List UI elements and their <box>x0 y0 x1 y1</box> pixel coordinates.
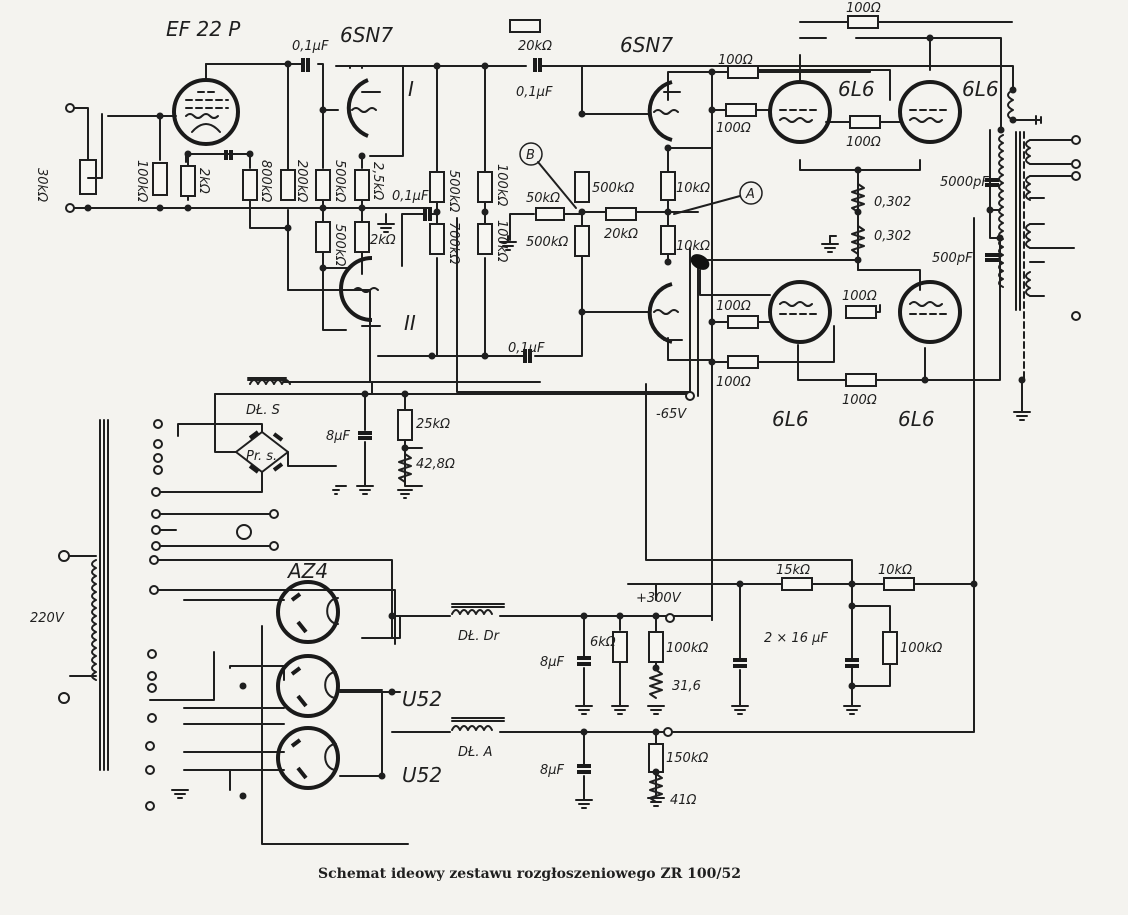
label-c-01-a: 0,1μF <box>292 39 329 54</box>
reference-markers: B A <box>519 142 763 215</box>
label-r-100-6: 100Ω <box>716 375 751 390</box>
label-r-500k-c: 500kΩ <box>446 170 461 212</box>
label-r-100k-p: 100kΩ <box>666 641 708 656</box>
label-r-150k: 150kΩ <box>666 751 708 766</box>
label-c-5000p: 5000pF <box>940 175 989 190</box>
grounds <box>171 213 1031 809</box>
label-r-0302-a: 0,302 <box>874 195 911 210</box>
label-c-8u-c: 8μF <box>540 763 565 778</box>
label-r-100-1: 100Ω <box>718 53 753 68</box>
label-r-700k: 700kΩ <box>446 222 461 264</box>
tube-label-6l6-b: 6L6 <box>962 77 999 101</box>
label-r-6k: 6kΩ <box>590 635 616 650</box>
label-r-100k-b: 100kΩ <box>494 220 509 262</box>
label-c-8u-b: 8μF <box>540 655 565 670</box>
label-c-01-c: 0,1μF <box>516 85 553 100</box>
label-r-30k: 30kΩ <box>34 168 49 202</box>
marker-b-circle <box>519 142 543 166</box>
label-r-10k-b: 10kΩ <box>676 239 710 254</box>
label-r-15k: 15kΩ <box>776 563 810 578</box>
label-r-100-3: 100Ω <box>846 1 881 16</box>
label-dl-dr: DŁ. Dr <box>458 629 501 644</box>
label-dl-a: DŁ. A <box>458 745 492 760</box>
label-r-25k-bias: 25kΩ <box>416 417 450 432</box>
tube-label-6l6-d: 6L6 <box>898 407 935 431</box>
label-r-10k-a: 10kΩ <box>676 181 710 196</box>
label-r-50k: 50kΩ <box>526 191 560 206</box>
tubes <box>172 78 962 790</box>
marker-a-circle <box>739 181 763 205</box>
label-c-8u-a: 8μF <box>326 429 351 444</box>
section-label-i: I <box>408 77 414 101</box>
inductors <box>69 89 1075 771</box>
label-v-220: 220V <box>30 611 65 626</box>
label-r-10k-p: 10kΩ <box>878 563 912 578</box>
label-dl-s: DŁ. S <box>246 403 280 418</box>
label-r-20k-top: 20kΩ <box>518 39 552 54</box>
junction-dots <box>84 34 1026 800</box>
tube-label-u52-b: U52 <box>402 763 442 787</box>
resistors <box>79 15 915 803</box>
label-c-01-d: 0,1μF <box>508 341 545 356</box>
tube-label-6l6-c: 6L6 <box>772 407 809 431</box>
label-r-41: 41Ω <box>670 793 697 808</box>
label-v-300: +300V <box>636 591 682 606</box>
label-r-500k-d: 500kΩ <box>592 181 634 196</box>
label-r-500k-e: 500kΩ <box>526 235 568 250</box>
label-r-800k: 800kΩ <box>258 160 273 202</box>
tube-label-u52-a: U52 <box>402 687 442 711</box>
label-r-100-2: 100Ω <box>716 121 751 136</box>
label-r-100k-a: 100kΩ <box>494 164 509 206</box>
label-pr-s: Pr. s. <box>246 449 277 464</box>
marker-a: A <box>745 187 755 202</box>
section-label-ii: II <box>404 311 416 335</box>
label-c-2x16: 2 × 16 μF <box>764 631 828 646</box>
label-r-0302-b: 0,302 <box>874 229 911 244</box>
label-r-428: 42,8Ω <box>416 457 455 472</box>
label-r-100k-q: 100kΩ <box>900 641 942 656</box>
label-r-2k-b: 2kΩ <box>370 233 396 248</box>
label-r-100-7: 100Ω <box>842 289 877 304</box>
tube-label-6sn7-b: 6SN7 <box>620 33 673 57</box>
component-labels: EF 22 P 6SN7 6SN7 6L6 6L6 6L6 6L6 AZ4 U5… <box>30 1 999 808</box>
label-r-500k-g1: 500kΩ <box>332 160 347 202</box>
label-r-2k-cath: 2kΩ <box>196 168 211 194</box>
marker-b: B <box>526 148 535 163</box>
capacitors <box>224 58 999 774</box>
label-r-20k-mid: 20kΩ <box>604 227 638 242</box>
tube-label-6sn7-a: 6SN7 <box>340 23 393 47</box>
label-r-200k: 200kΩ <box>294 160 309 202</box>
label-r-100k-in: 100kΩ <box>134 160 149 202</box>
label-c-500p: 500pF <box>932 251 973 266</box>
label-v-neg65: -65V <box>656 407 687 422</box>
label-r-500k-g2: 500kΩ <box>332 224 347 266</box>
label-c-01-b: 0,1μF <box>392 189 429 204</box>
label-r-100-5: 100Ω <box>716 299 751 314</box>
tube-label-az4: AZ4 <box>286 559 328 583</box>
wiring <box>71 21 1014 845</box>
tube-label-6l6-a: 6L6 <box>838 77 875 101</box>
label-r-25k: 2,5kΩ <box>370 162 385 200</box>
diode-bridge <box>248 430 284 474</box>
label-r-100-4: 100Ω <box>846 135 881 150</box>
label-r-316: 31,6 <box>672 679 701 694</box>
terminals <box>58 103 1081 811</box>
tube-label-ef22p: EF 22 P <box>166 17 241 41</box>
label-r-100-8: 100Ω <box>842 393 877 408</box>
figure-caption: Schemat ideowy zestawu rozgłoszeniowego … <box>318 866 741 882</box>
